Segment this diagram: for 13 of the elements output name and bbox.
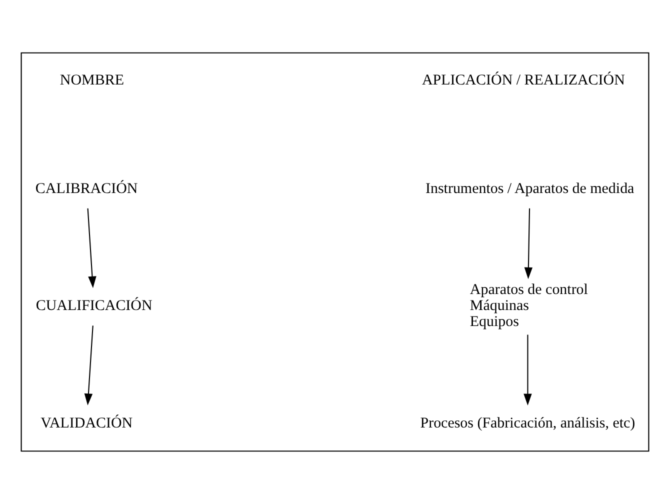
arrow xyxy=(524,208,533,279)
label: APLICACIÓN / REALIZACIÓN xyxy=(422,72,625,88)
label: NOMBRE xyxy=(60,72,124,88)
node-text: Aparatos de control Máquinas Equipos xyxy=(470,281,588,330)
arrow xyxy=(87,208,96,288)
cluster xyxy=(20,52,650,452)
arrow xyxy=(524,334,532,405)
arrow xyxy=(84,325,94,405)
node-text: Instrumentos / Aparatos de medida xyxy=(426,180,634,196)
node-text: CUALIFICACIÓN xyxy=(36,298,152,314)
node-text: Procesos (Fabricación, análisis, etc) xyxy=(420,414,636,431)
node-text: CALIBRACIÓN xyxy=(35,180,138,196)
node-text: VALIDACIÓN xyxy=(40,414,133,431)
